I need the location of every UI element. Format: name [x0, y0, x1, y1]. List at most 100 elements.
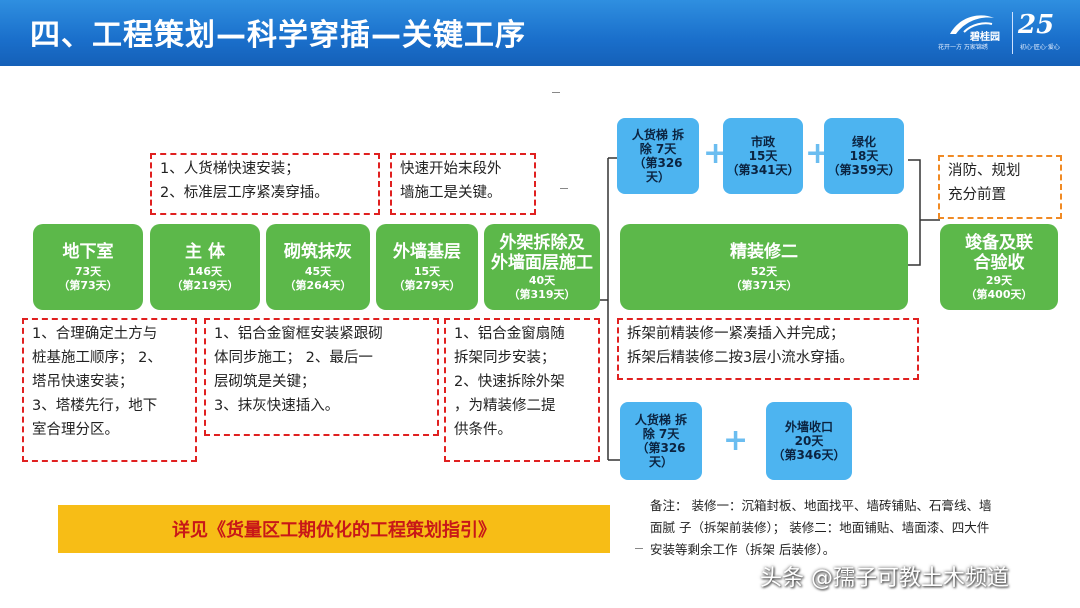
task-line: 天）	[648, 455, 673, 469]
task-line: （第326	[636, 441, 686, 455]
page-title: 四、工程策划—科学穿插—关键工序	[30, 18, 526, 53]
task-hoist-removal-bottom: 人货梯 拆 除 7天 （第326 天）	[620, 402, 702, 480]
note-line: 墙施工是关键。	[400, 185, 502, 201]
note-line: 体同步施工； 2、最后一	[214, 350, 373, 366]
note-line: ，为精装修二提	[454, 398, 556, 414]
logo-tagline-right: 初心·匠心·爱心	[1020, 44, 1060, 51]
phase-cumulative-day: （第400天）	[965, 287, 1033, 301]
note-line: 室合理分区。	[32, 422, 119, 438]
note-bottom-2: 1、铝合金窗框安装紧跟砌 体同步施工； 2、最后一 层砌筑是关键； 3、抹灰快速…	[204, 318, 439, 436]
phase-name: 竣备及联	[965, 232, 1033, 253]
phase-name: 外墙基层	[393, 241, 461, 262]
phase-cumulative-day: （第371天）	[730, 278, 798, 292]
task-line: 除 7天	[642, 427, 680, 441]
phase-main-structure: 主 体 146天 （第219天）	[150, 224, 260, 310]
logo-brand-text: 碧桂园	[970, 32, 1000, 43]
task-line: （第359天）	[827, 163, 901, 177]
phase-name: 精装修二	[730, 241, 798, 262]
task-line: 18天	[849, 149, 879, 163]
phase-duration: 15天	[413, 264, 441, 278]
remark-line: 安装等剩余工作（拆架 后装修）。	[650, 542, 836, 557]
note-top-1: 1、人货梯快速安装； 2、标准层工序紧凑穿插。	[150, 153, 380, 215]
phase-basement: 地下室 73天 （第73天）	[33, 224, 143, 310]
note-fitout: 拆架前精装修一紧凑插入并完成； 拆架后精装修二按3层小流水穿插。	[617, 318, 919, 380]
task-line: 绿化	[851, 135, 876, 149]
plus-icon: +	[723, 423, 749, 458]
note-line: 充分前置	[948, 187, 1006, 203]
remark-note: 备注： 装修一：沉箱封板、地面找平、墙砖铺贴、石膏线、墙 面腻 子（拆架前装修）…	[650, 495, 1070, 561]
note-line: 1、铝合金窗框安装紧跟砌	[214, 326, 383, 342]
task-line: 天）	[645, 170, 670, 184]
branch-bracket-icon	[600, 157, 620, 461]
phase-name: 外架拆除及	[499, 232, 585, 253]
note-line: 2、快速拆除外架	[454, 374, 565, 390]
phase-name: 外墙面层施工	[491, 252, 593, 273]
task-line: 除 7天	[639, 142, 677, 156]
phase-cumulative-day: （第319天）	[508, 287, 576, 301]
phase-duration: 45天	[304, 264, 332, 278]
phase-duration: 52天	[750, 264, 778, 278]
faint-mark	[560, 188, 568, 189]
note-line: 快速开始末段外	[400, 161, 502, 177]
header-bar: 四、工程策划—科学穿插—关键工序 碧桂园 花开一方 万家锦绣 25 初心·匠心·…	[0, 0, 1080, 66]
phase-duration: 73天	[74, 264, 102, 278]
phase-name: 地下室	[62, 241, 114, 262]
note-bottom-3: 1、铝合金窗扇随 拆架同步安装； 2、快速拆除外架 ，为精装修二提 供条件。	[444, 318, 600, 462]
faint-mark	[635, 548, 643, 549]
task-line: （第341天）	[726, 163, 800, 177]
note-line: 1、铝合金窗扇随	[454, 326, 565, 342]
reference-text: 详见《货量区工期优化的工程策划指引》	[172, 520, 496, 541]
remark-line: 面腻 子（拆架前装修）； 装修二：地面铺贴、墙面漆、四大件	[650, 520, 990, 535]
task-line: 人货梯 拆	[631, 128, 685, 142]
note-line: 1、人货梯快速安装；	[160, 161, 300, 177]
phase-exterior-base: 外墙基层 15天 （第279天）	[376, 224, 478, 310]
task-line: 20天	[794, 434, 824, 448]
note-line: 拆架同步安装；	[454, 350, 556, 366]
phase-masonry-plaster: 砌筑抹灰 45天 （第264天）	[266, 224, 370, 310]
task-line: （第326	[633, 156, 683, 170]
phase-fitout-2: 精装修二 52天 （第371天）	[620, 224, 908, 310]
note-line: 层砌筑是关键；	[214, 374, 316, 390]
logo-tagline-left: 花开一方 万家锦绣	[938, 44, 988, 51]
phase-duration: 40天	[528, 273, 556, 287]
phase-name: 合验收	[973, 252, 1025, 273]
note-line: 拆架前精装修一紧凑插入并完成；	[627, 326, 845, 342]
phase-cumulative-day: （第219天）	[171, 278, 239, 292]
note-fire-planning: 消防、规划 充分前置	[938, 155, 1062, 219]
task-exterior-finish: 外墙收口 20天 （第346天）	[766, 402, 852, 480]
phase-name: 砌筑抹灰	[284, 241, 352, 262]
task-line: 外墙收口	[784, 420, 833, 434]
task-line: 人货梯 拆	[634, 413, 688, 427]
note-line: 1、合理确定土方与	[32, 326, 158, 342]
phase-duration: 146天	[188, 264, 222, 278]
note-line: 拆架后精装修二按3层小流水穿插。	[627, 350, 854, 366]
reference-banner: 详见《货量区工期优化的工程策划指引》	[58, 505, 610, 553]
task-hoist-removal-top: 人货梯 拆 除 7天 （第326 天）	[617, 118, 699, 194]
task-line: （第346天）	[772, 448, 846, 462]
task-municipal: 市政 15天 （第341天）	[723, 118, 803, 194]
logo-separator	[1012, 12, 1013, 54]
note-line: 桩基施工顺序； 2、	[32, 350, 162, 366]
remark-line: 备注： 装修一：沉箱封板、地面找平、墙砖铺贴、石膏线、墙	[650, 498, 992, 513]
phase-duration: 29天	[985, 273, 1013, 287]
note-line: 消防、规划	[948, 163, 1021, 179]
phase-cumulative-day: （第264天）	[284, 278, 352, 292]
task-line: 市政	[750, 135, 775, 149]
note-line: 3、抹灰快速插入。	[214, 398, 340, 414]
phase-completion-acceptance: 竣备及联 合验收 29天 （第400天）	[940, 224, 1058, 310]
faint-mark	[552, 92, 560, 93]
merge-bracket-icon	[908, 159, 940, 266]
note-top-2: 快速开始末段外 墙施工是关键。	[390, 153, 536, 215]
task-line: 15天	[748, 149, 778, 163]
logo-anniversary: 25	[1018, 10, 1055, 40]
task-landscaping: 绿化 18天 （第359天）	[824, 118, 904, 194]
watermark: 头条 @孺子可教土木频道	[760, 566, 1009, 591]
note-line: 3、塔楼先行，地下	[32, 398, 158, 414]
phase-name: 主 体	[185, 241, 225, 262]
note-bottom-1: 1、合理确定土方与 桩基施工顺序； 2、 塔吊快速安装； 3、塔楼先行，地下 室…	[22, 318, 197, 462]
note-line: 2、标准层工序紧凑穿插。	[160, 185, 329, 201]
company-logo: 碧桂园 花开一方 万家锦绣 25 初心·匠心·爱心	[930, 8, 1080, 58]
phase-cumulative-day: （第279天）	[393, 278, 461, 292]
note-line: 塔吊快速安装；	[32, 374, 134, 390]
logo-swirl-icon	[950, 15, 994, 34]
